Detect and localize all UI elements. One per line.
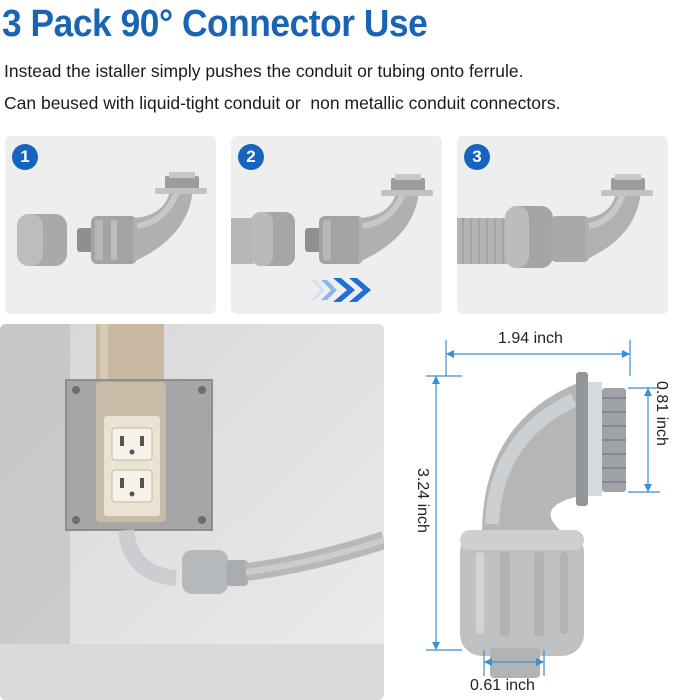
push-direction-arrows-icon	[311, 278, 371, 302]
step-2-panel: 2	[231, 136, 442, 314]
step-3-panel: 3	[457, 136, 668, 314]
connector-assembled-illustration	[457, 174, 653, 268]
thread-dimension-label: 0.81 inch	[653, 381, 670, 446]
step-3-badge: 3	[464, 144, 490, 170]
description-line-1: Instead the istaller simply pushes the c…	[4, 61, 524, 81]
step-1-badge: 1	[12, 144, 38, 170]
conduit-insertion-illustration	[231, 174, 433, 302]
height-dimension-label: 3.24 inch	[414, 468, 431, 533]
dimension-diagram: 1.94 inch 3.24 inch 0.81 inch 0.61 inch	[384, 316, 679, 700]
step-1-panel: 1	[5, 136, 216, 314]
step-2-badge: 2	[238, 144, 264, 170]
connector-dimension-drawing	[426, 340, 660, 678]
page-title: 3 Pack 90° Connector Use	[2, 3, 428, 45]
installation-photo	[0, 324, 384, 700]
description-line-2: Can beused with liquid-tight conduit or …	[4, 93, 561, 113]
width-dimension-label: 1.94 inch	[498, 330, 563, 347]
outdoor-outlet-installation-image	[0, 324, 384, 700]
bottom-dimension-label: 0.61 inch	[470, 677, 535, 694]
connector-disassembled-illustration	[17, 172, 207, 266]
